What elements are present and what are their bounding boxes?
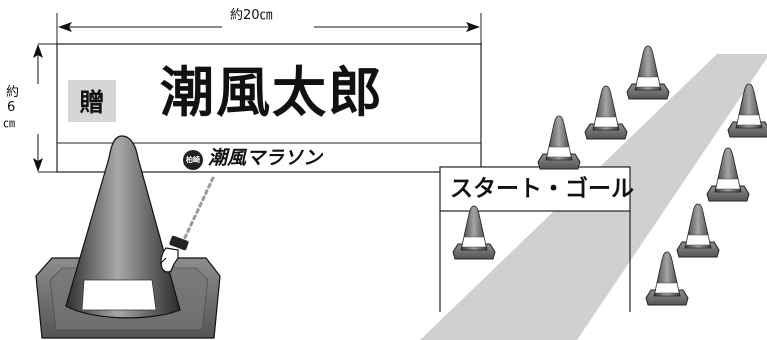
course-cone-7: [452, 205, 496, 260]
goal-gate: [439, 166, 631, 312]
width-dimension-arrow: [58, 20, 480, 34]
course-cone-2: [584, 85, 628, 140]
large-traffic-cone: [35, 135, 221, 339]
pointing-hand-icon: [159, 235, 189, 273]
height-dimension-arrow: [29, 44, 47, 172]
event-name: 潮風マラソン: [208, 147, 323, 169]
bib-name: 潮風太郎: [160, 61, 384, 124]
height-dimension-label: 約: [6, 85, 20, 100]
bib-outline: [56, 43, 482, 173]
start-goal-label: スタート・ゴール: [450, 176, 634, 202]
height-dimension-value: 6: [7, 100, 16, 115]
cone-bib-patch: [81, 279, 157, 311]
leader-dotted-line: [180, 176, 215, 246]
course-cone-1: [626, 45, 670, 100]
height-dimension-unit: ㎝: [3, 116, 16, 130]
course-cone-6: [676, 203, 720, 258]
course-cone-4: [537, 115, 581, 170]
course-cone-5: [706, 147, 750, 202]
width-dimension-label: 約20㎝: [230, 8, 273, 23]
event-seal: 柏崎: [183, 150, 203, 170]
course-cone-8: [645, 251, 689, 306]
gift-mark: 贈: [68, 80, 116, 122]
